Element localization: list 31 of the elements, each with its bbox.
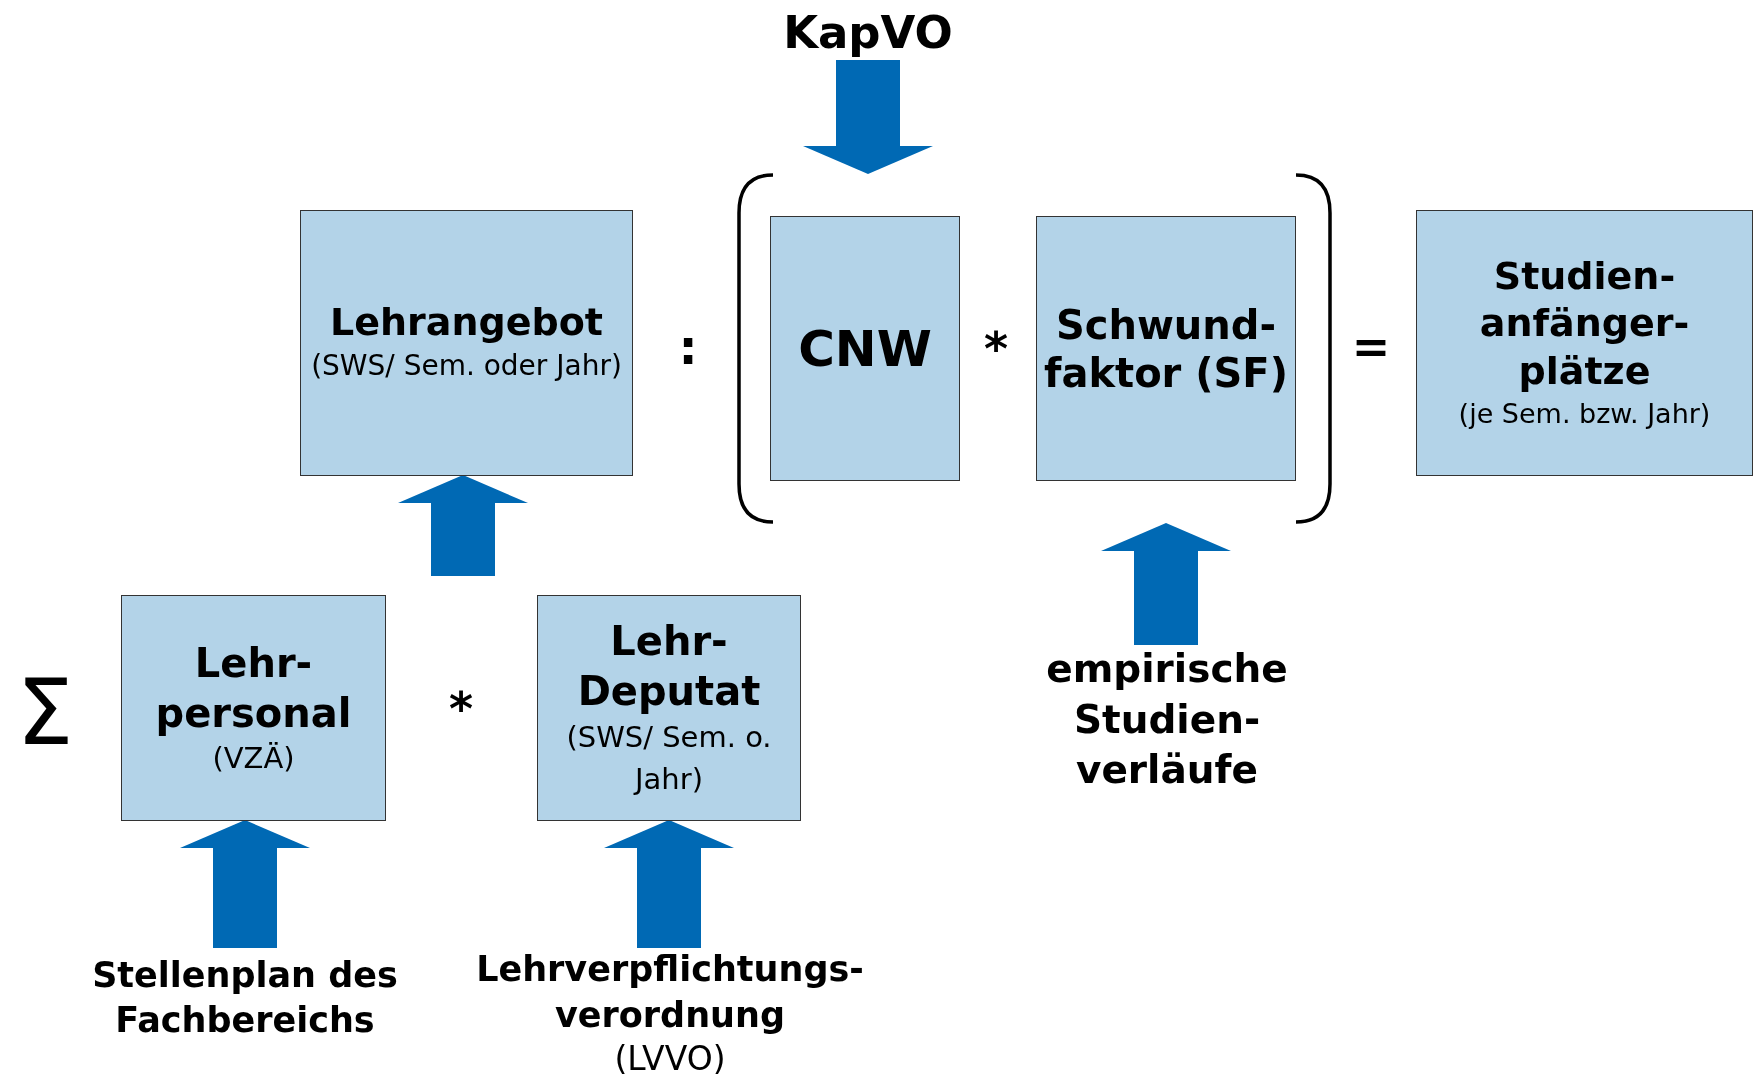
title-text: CNW: [798, 318, 932, 379]
unit-text: (VZÄ): [212, 739, 295, 777]
abbreviation-text: (LVVO): [614, 1038, 726, 1081]
formula-box: [770, 216, 960, 481]
unit-text: (je Sem. bzw. Jahr): [1458, 397, 1711, 432]
title-text: Lehr- Deputat: [576, 616, 762, 716]
unit-text: (SWS/ Sem. oder Jahr): [311, 347, 622, 384]
multiplication-sign: *: [448, 682, 474, 736]
formula-box: [1416, 210, 1753, 476]
caption-text: Stellenplan des Fachbereichs: [91, 953, 399, 1042]
block-arrow: [1101, 523, 1231, 645]
formula-box: [537, 595, 801, 821]
formula-box: [300, 210, 633, 476]
formula-box: [1036, 216, 1296, 481]
title-text: Studien- anfänger- plätze: [1478, 252, 1691, 395]
multiplication-sign: *: [983, 322, 1009, 376]
title-text: Schwund- faktor (SF): [1043, 300, 1289, 397]
caption-text: Lehrverpflichtungs- verordnung: [475, 948, 865, 1037]
sum-symbol: Σ: [16, 659, 74, 765]
block-arrow: [604, 820, 734, 948]
caption-text: empirische Studien- verläufe: [1045, 644, 1289, 795]
formula-box: [121, 595, 386, 821]
block-arrow: [398, 475, 528, 576]
title-text: Lehr- personal: [154, 638, 353, 738]
heading-text: KapVO: [783, 7, 953, 58]
equals-sign: =: [1351, 320, 1391, 374]
colon-operator: :: [678, 319, 698, 375]
block-arrow: [803, 60, 933, 174]
title-text: Lehrangebot: [330, 299, 603, 346]
block-arrow: [180, 820, 310, 948]
unit-text: (SWS/ Sem. o. Jahr): [565, 718, 773, 798]
